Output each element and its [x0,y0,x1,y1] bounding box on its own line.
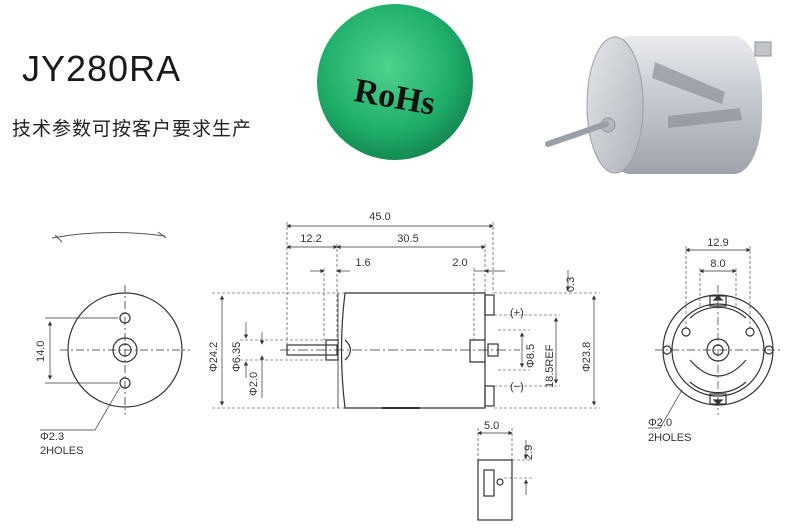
motor-photo [545,36,772,174]
custom-spec-note: 技术参数可按客户要求生产 [12,118,253,140]
ref-height-label: 18.5REF [544,344,556,388]
plus-terminal-label: (+) [510,307,524,319]
minus-terminal-label: (−) [510,381,524,393]
dia-brush-label: Φ8.5 [525,344,537,368]
rohs-badge: RoHs [317,4,473,160]
terminal-height-label: 2.9 [523,445,535,460]
dia-shaft-label: Φ2.0 [248,372,260,396]
dia-body-rear-label: Φ23.8 [581,342,593,372]
terminal-detail [477,428,532,521]
model-title: JY280RA [22,48,182,89]
overall-length-label: 45.0 [369,211,390,223]
body-length-label: 30.5 [397,233,418,245]
shaft-length-label: 12.2 [300,233,321,245]
terminal-offset-label: 2.0 [452,257,467,269]
front-holes-dia-label: Φ2.3 [40,431,64,443]
terminal-width-label: 5.0 [484,420,499,432]
rear-spacing-label: 8.0 [710,258,725,270]
boss-length-label: 1.6 [355,257,370,269]
front-view [40,285,190,431]
side-view [212,222,600,409]
arc-sketch [51,231,166,239]
rear-view [648,246,782,429]
front-holes-count-label: 2HOLES [40,445,83,457]
terminal-gap-label: 0.3 [565,277,577,292]
dia-body-front-label: Φ24.2 [208,342,220,372]
front-spacing-label: 14.0 [35,341,47,362]
rear-holes-count-label: 2HOLES [648,432,691,444]
rear-holes-dia-label: Φ2.0 [648,417,672,429]
dia-boss-label: Φ6.35 [231,342,243,372]
rear-width-label: 12.9 [707,237,728,249]
